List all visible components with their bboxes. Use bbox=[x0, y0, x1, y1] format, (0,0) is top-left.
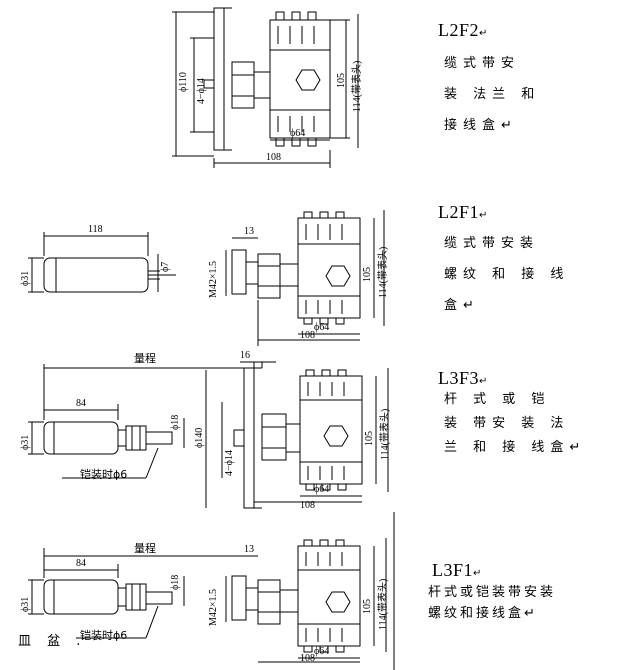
model-desc-l3f1: 杆式或铠装带安装螺纹和接线盒↵ bbox=[428, 585, 557, 621]
l2f2-dim-d14: 4−ϕ14 bbox=[196, 78, 207, 104]
l3f1-dim-108: 108 bbox=[300, 653, 315, 664]
l2f1-dim-114: 114(带表头) bbox=[378, 246, 389, 298]
l2f2-stub bbox=[203, 79, 215, 89]
l3f1-junction-box bbox=[297, 539, 361, 653]
l3f3-dim-d14: 4−ϕ14 bbox=[224, 450, 235, 476]
l3f3-drawing bbox=[28, 361, 389, 509]
l2f2-junction-box bbox=[269, 11, 331, 147]
l3f3-dim-d18: ϕ18 bbox=[170, 414, 181, 430]
l2f1-junction-box bbox=[297, 211, 361, 325]
l2f1-dim-d31: ϕ31 bbox=[20, 270, 31, 286]
l3f3-dim-d140: ϕ140 bbox=[194, 427, 205, 448]
model-desc-l3f3: 杆 式 或 铠装 带安 装 法兰 和 接 线盒↵ bbox=[444, 392, 587, 455]
l3f1-dim-d64: ϕ64 bbox=[314, 646, 330, 657]
l2f1-drawing bbox=[28, 210, 385, 346]
model-code-l3f1: L3F1↵ bbox=[432, 560, 482, 580]
l2f1-dim-105: 105 bbox=[362, 267, 373, 282]
l2f2-nut bbox=[231, 61, 255, 109]
l2f2-dim-d110: ϕ110 bbox=[178, 72, 189, 92]
model-code-l2f2: L2F2↵ bbox=[438, 20, 488, 40]
l2f1-dim-d64: ϕ64 bbox=[314, 322, 330, 333]
l3f1-dim-13: 13 bbox=[244, 544, 254, 555]
l3f1-armor-note: 铠装时ϕ6 bbox=[80, 629, 128, 642]
l3f3-armor-note: 铠装时ϕ6 bbox=[80, 468, 128, 481]
l2f1-dim-d7: ϕ7 bbox=[160, 261, 171, 272]
model-desc-l2f1: 缆式带安装螺纹 和 接 线盒↵ bbox=[444, 236, 570, 313]
l2f2-dim-108: 108 bbox=[266, 152, 281, 163]
l3f1-dim-114: 114(带表头) bbox=[378, 578, 389, 630]
l2f1-dim-m42: M42×1.5 bbox=[208, 260, 219, 298]
l3f1-dim-m42: M42×1.5 bbox=[208, 588, 219, 626]
bottom-note: 皿 盆 . bbox=[18, 634, 87, 649]
l3f1-dim-d31: ϕ31 bbox=[20, 596, 31, 612]
l2f2-flange bbox=[213, 7, 225, 151]
l3f1-dim-105: 105 bbox=[362, 599, 373, 614]
l3f1-drawing bbox=[28, 538, 387, 663]
l2f1-dim-118: 118 bbox=[88, 224, 103, 235]
l2f1-dim-13: 13 bbox=[244, 226, 254, 237]
l2f1-dim-108: 108 bbox=[300, 330, 315, 341]
l3f3-dim-108: 108 bbox=[300, 500, 315, 511]
l3f1-dim-84: 84 bbox=[76, 558, 86, 569]
l3f1-dim-d18: ϕ18 bbox=[170, 574, 181, 590]
model-desc-l2f2: 缆式带安装 法兰 和接线盒↵ bbox=[444, 56, 541, 133]
l3f3-dim-16: 16 bbox=[240, 350, 250, 361]
l3f3-dim-84: 84 bbox=[76, 398, 86, 409]
model-code-l3f3: L3F3↵ bbox=[438, 368, 488, 388]
l2f2-dim-105: 105 bbox=[336, 73, 347, 88]
l2f2-dim-d64: ϕ64 bbox=[290, 128, 306, 139]
l3f3-dim-range: 量程 bbox=[134, 352, 156, 365]
l3f1-dim-range: 量程 bbox=[134, 542, 156, 555]
l3f3-dim-d31: ϕ31 bbox=[20, 434, 31, 450]
model-code-l2f1: L2F1↵ bbox=[438, 202, 488, 222]
l3f3-dim-105: 105 bbox=[364, 431, 375, 446]
l3f3-dim-114: 114(带表头) bbox=[380, 408, 391, 460]
l2f2-dim-114: 114(带表头) bbox=[352, 60, 363, 112]
l3f3-dim-d64: ϕ64 bbox=[314, 484, 330, 495]
l2f2-drawing bbox=[172, 7, 359, 168]
l3f3-junction-box bbox=[299, 369, 363, 491]
l2f1-probe bbox=[43, 257, 149, 293]
